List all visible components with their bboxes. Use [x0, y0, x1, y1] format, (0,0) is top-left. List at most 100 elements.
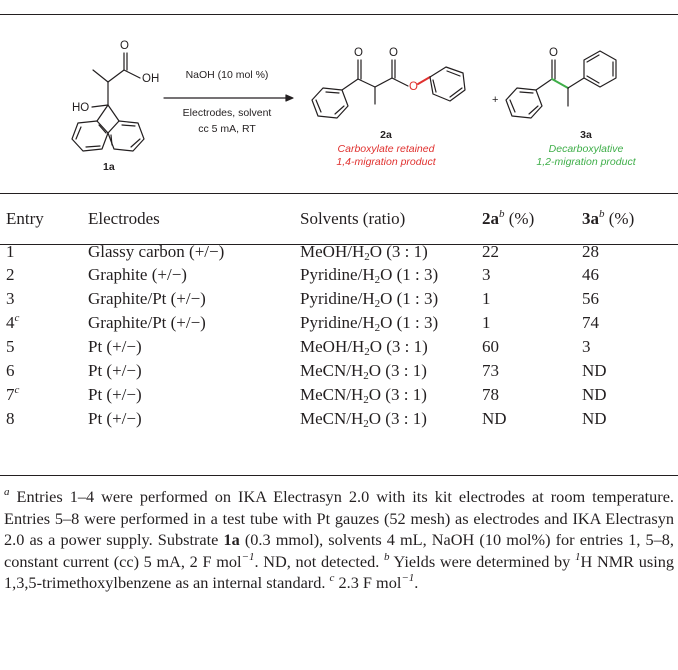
entry-number: 2: [6, 265, 15, 284]
cell-entry: 1: [6, 229, 88, 263]
footnote-a-text-2: (0.3 mmol), solvents 4 mL, NaOH (10 mol%…: [4, 530, 675, 571]
solvent-subscript: 2: [364, 251, 370, 263]
cell-electrodes: Glassy carbon (+/−): [88, 242, 225, 261]
product-3a-structure: [505, 50, 617, 119]
cell-solvents: MeCN/H2O (3 : 1): [300, 407, 482, 431]
cell-yield-3a: ND: [582, 361, 607, 380]
header-entry: Entry: [6, 209, 44, 228]
cell-yield-2a: 73: [482, 361, 499, 380]
cell-entry: 7c: [6, 383, 88, 407]
cell-yield-2a: 22: [482, 242, 499, 261]
entry-number: 6: [6, 361, 15, 380]
cell-electrodes: Graphite (+/−): [88, 265, 187, 284]
entry-number: 7: [6, 385, 15, 404]
cell-electrodes: Graphite/Pt (+/−): [88, 289, 206, 308]
cell-yield-2a: 1: [482, 313, 491, 332]
footnote-b-mark: b: [383, 550, 390, 563]
entry-number: 8: [6, 409, 15, 428]
conditions-line-2: Electrodes, solvent: [183, 107, 272, 119]
cell-yield-3a: 56: [582, 289, 599, 308]
solvent-text-a: MeCN/H: [300, 361, 364, 380]
header-2a-footnote-mark: b: [499, 208, 505, 220]
header-2a-compound: 2a: [482, 209, 499, 228]
solvent-subscript: 2: [363, 394, 369, 406]
cell-yield-2a: 3: [482, 265, 491, 284]
cell-yield-2a: ND: [482, 409, 507, 428]
solvent-text-b: O (3 : 1): [369, 242, 428, 261]
header-2a-unit: (%): [504, 209, 535, 228]
cell-electrodes: Pt (+/−): [88, 385, 142, 404]
solvent-subscript: 2: [374, 322, 381, 334]
product-2a-caption-2: 1,4-migration product: [336, 156, 436, 168]
cell-yield-2a: 78: [482, 385, 499, 404]
footnote-a-compound: 1a: [223, 530, 240, 549]
reactant-label: 1a: [103, 161, 115, 173]
product-2a-ester-o: O: [409, 81, 418, 93]
footnote-a-text-3: . ND, not detected.: [254, 551, 384, 571]
top-rule: [0, 14, 678, 15]
header-3a-compound: 3a: [582, 209, 599, 228]
entry-number: 5: [6, 337, 15, 356]
cell-entry: 2: [6, 263, 88, 287]
cell-electrodes: Pt (+/−): [88, 409, 142, 428]
bottom-rule: [0, 475, 678, 476]
solvent-text-a: Pyridine/H: [300, 313, 375, 332]
cell-solvents: Pyridine/H2O (1 : 3): [300, 287, 482, 311]
solvent-text-a: Pyridine/H: [300, 265, 375, 284]
cell-solvents: Pyridine/H2O (1 : 3): [300, 311, 482, 335]
footnote-b-text-1: Yields were determined by: [389, 551, 576, 571]
header-electrodes: Electrodes: [88, 209, 160, 228]
header-rule: [0, 193, 678, 194]
product-2a-caption-1: Carboxylate retained: [338, 143, 436, 155]
footnote-b-isotope: 1: [575, 550, 581, 563]
header-bottom-rule: [0, 244, 678, 245]
cell-yield-3a: 46: [582, 265, 599, 284]
product-2a-ketone-o: O: [354, 47, 363, 59]
entry-footnote-mark: c: [14, 312, 20, 324]
conditions-line-3: cc 5 mA, RT: [198, 123, 256, 135]
solvent-text-b: O (3 : 1): [369, 337, 428, 356]
cell-electrodes: Pt (+/−): [88, 361, 142, 380]
cell-solvents: MeCN/H2O (3 : 1): [300, 383, 482, 407]
solvent-subscript: 2: [374, 298, 381, 310]
footnote-c-exponent: −1: [401, 572, 415, 584]
cell-yield-3a: 28: [582, 242, 599, 261]
cell-electrodes: Graphite/Pt (+/−): [88, 313, 206, 332]
header-solvents: Solvents (ratio): [300, 209, 406, 228]
footnote-a-mark: a: [4, 486, 10, 498]
table-row: 6 Pt (+/−) MeCN/H2O (3 : 1)73 ND: [6, 359, 672, 383]
cell-yield-3a: ND: [582, 409, 607, 428]
plus-sign: +: [492, 94, 498, 106]
header-yield-2a: 2ab (%): [482, 209, 582, 229]
footnote-b-text-2: H NMR using 1,3,5-trimethoxylbenzene as …: [4, 551, 675, 593]
cell-entry: 5: [6, 335, 88, 359]
solvent-text-a: MeCN/H: [300, 385, 364, 404]
solvent-text-b: O (3 : 1): [368, 385, 427, 404]
footnote-c-mark: c: [329, 572, 335, 584]
reactant-o-label: O: [120, 40, 129, 52]
solvent-subscript: 2: [374, 274, 381, 286]
solvent-text-a: Pyridine/H: [300, 289, 375, 308]
table-header-row: Entry Electrodes Solvents (ratio) 2ab (%…: [6, 209, 672, 229]
header-yield-3a: 3ab (%): [582, 209, 672, 229]
conditions-line-1: NaOH (10 mol %): [186, 69, 269, 81]
cell-entry: 3: [6, 287, 88, 311]
product-3a-caption-2: 1,2-migration product: [536, 156, 636, 168]
product-3a-o-label: O: [549, 47, 558, 59]
results-table: Entry Electrodes Solvents (ratio) 2ab (%…: [6, 209, 672, 431]
entry-number: 1: [6, 242, 15, 261]
reaction-scheme: O OH HO 1a NaOH (10 mol %) Electrodes, s…: [71, 40, 637, 173]
cell-solvents: MeCN/H2O (3 : 1): [300, 359, 482, 383]
reactant-ho-label: HO: [72, 102, 89, 114]
solvent-text-a: MeOH/H: [300, 242, 365, 261]
footnote-c-text-1: 2.3 F mol: [334, 573, 402, 592]
footnote-c-text-2: .: [414, 573, 419, 592]
cell-electrodes: Pt (+/−): [88, 337, 142, 356]
product-2a-structure: [311, 59, 466, 119]
solvent-text-a: MeCN/H: [300, 409, 364, 428]
